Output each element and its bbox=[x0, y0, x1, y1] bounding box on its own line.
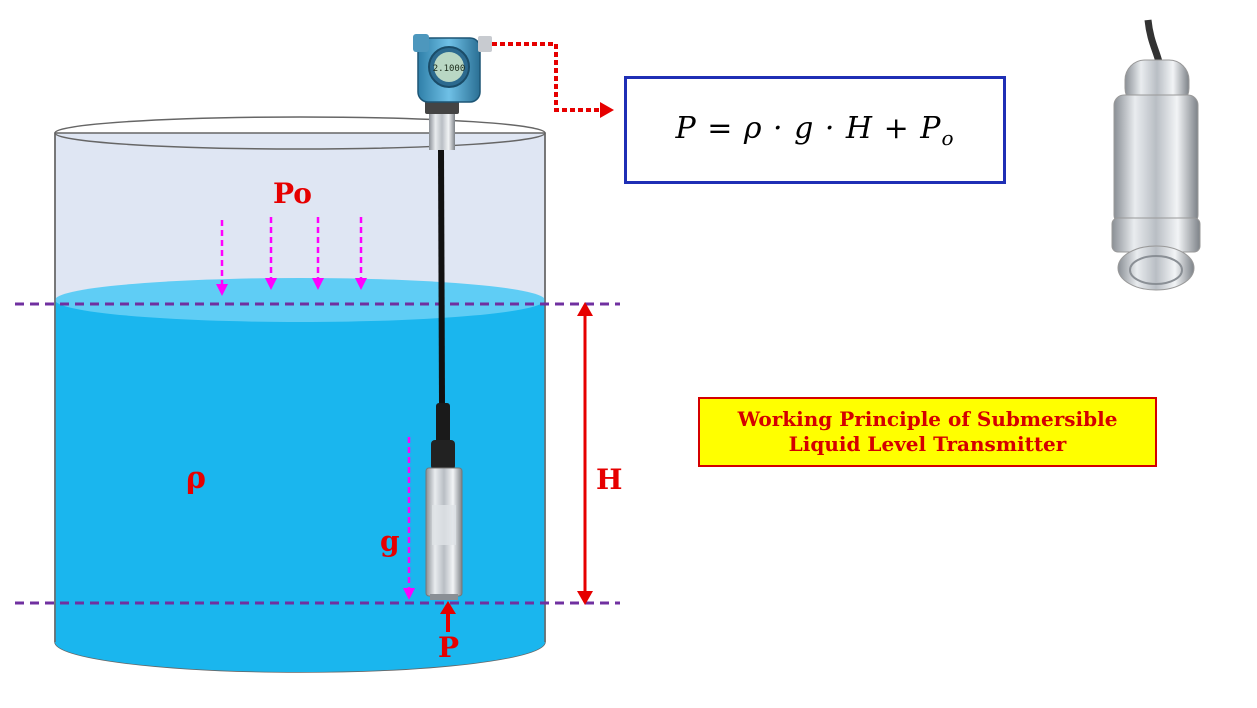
title-line-1: Working Principle of Submersible bbox=[737, 407, 1118, 431]
liquid-surface bbox=[55, 278, 545, 322]
pressure-label: P bbox=[438, 631, 460, 664]
atmospheric-pressure-label: Po bbox=[273, 177, 312, 210]
tank bbox=[54, 116, 546, 673]
atmospheric-pressure-arrows bbox=[216, 217, 367, 296]
submersible-probe bbox=[425, 403, 463, 600]
signal-connector bbox=[492, 42, 614, 118]
formula-box: P = ρ · g · H + Po bbox=[624, 76, 1006, 184]
density-label: ρ bbox=[186, 461, 206, 496]
title-box: Working Principle of Submersible Liquid … bbox=[698, 397, 1157, 467]
height-arrow bbox=[577, 302, 593, 605]
transmitter-display: 2.1000 bbox=[433, 64, 466, 74]
formula-subscript: o bbox=[941, 125, 955, 150]
title-line-2: Liquid Level Transmitter bbox=[788, 432, 1067, 456]
gravity-label: g bbox=[380, 525, 400, 558]
pressure-arrow bbox=[440, 601, 456, 632]
height-label: H bbox=[596, 463, 623, 496]
sensor-cable bbox=[438, 147, 445, 406]
liquid-body bbox=[55, 300, 545, 672]
probe-product-image bbox=[1111, 19, 1201, 291]
transmitter-head bbox=[413, 34, 492, 150]
pressure-formula: P = ρ · g · H + Po bbox=[675, 110, 955, 150]
gravity-arrow bbox=[403, 437, 415, 600]
